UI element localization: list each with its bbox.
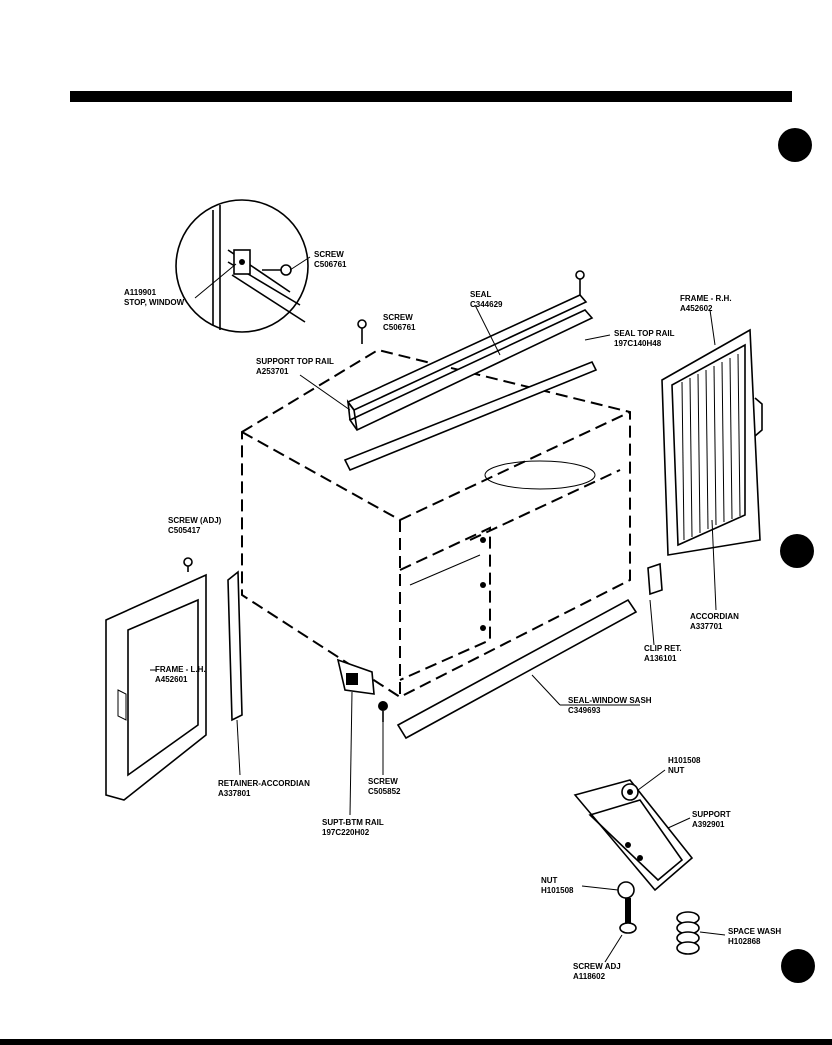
binder-hole-bottom <box>781 949 815 983</box>
support-bracket <box>573 779 694 892</box>
screw-icon <box>280 264 292 276</box>
nut-bottom <box>617 881 635 899</box>
label-frame-lh: FRAME - L.H.A452601 <box>155 665 206 684</box>
screw-adj <box>183 557 193 572</box>
frame-rh <box>661 328 763 556</box>
screw-icon <box>575 270 585 280</box>
seal-window-sash <box>396 598 638 740</box>
page-bottom-edge <box>0 1039 832 1045</box>
clip-ret <box>647 562 663 596</box>
screw-top <box>357 270 585 344</box>
retainer-accordian <box>227 570 243 722</box>
supt-btm-rail <box>336 658 375 695</box>
screw-icon <box>357 319 367 329</box>
detail-inset <box>175 199 309 333</box>
support-top-rail <box>346 294 594 432</box>
screw-icon <box>378 701 388 711</box>
binder-hole-top <box>778 128 812 162</box>
nut-top <box>621 783 639 801</box>
screw-adj-bolt <box>619 898 637 934</box>
leader-lines <box>150 256 726 963</box>
header-rule <box>70 91 792 102</box>
seal-top-rail-strip <box>343 360 598 472</box>
binder-hole-middle <box>780 534 814 568</box>
screw-icon <box>183 557 193 567</box>
label-screw-adj: SCREW (ADJ)C505417 <box>168 516 222 535</box>
cabinet <box>241 348 631 699</box>
frame-lh <box>105 573 207 801</box>
space-washers <box>676 911 700 955</box>
label-frame-rh: FRAME - R.H.A452602 <box>680 294 732 313</box>
label-clip-ret: CLIP RET.A136101 <box>644 644 682 663</box>
screw-bottom <box>378 701 388 722</box>
